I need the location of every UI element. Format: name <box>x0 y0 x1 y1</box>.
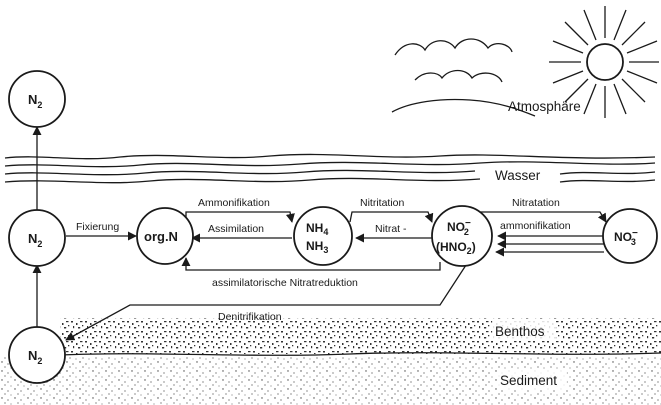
org-n-label: org.N <box>144 229 178 244</box>
zone-label-atmosphere: Atmosphäre <box>508 99 581 114</box>
node-no3: NO−3 <box>603 209 657 263</box>
node-n2-atmosphere: N2 <box>9 71 65 127</box>
n2-water-symbol: N <box>28 231 37 246</box>
no3-symbol: NO <box>614 230 632 244</box>
benthos-layer <box>60 318 661 354</box>
n2-water-subscript: 2 <box>37 239 42 249</box>
no2-symbol: NO <box>447 220 465 234</box>
label-nitrat: Nitrat - <box>375 223 407 235</box>
nh3-symbol: NH <box>306 239 323 253</box>
label-assimilation: Assimilation <box>208 223 264 235</box>
node-org-n: org.N <box>137 208 193 264</box>
hno2-close: ) <box>472 240 476 254</box>
no2-subscript: 2 <box>464 227 469 237</box>
nh3-subscript: 3 <box>323 245 328 255</box>
label-nitratation: Nitratation <box>512 197 560 209</box>
zone-label-water: Wasser <box>495 168 541 183</box>
node-n2-sediment: N2 <box>9 327 65 383</box>
arrow-nitritation <box>350 212 432 222</box>
node-no2-hno2: NO−2 (HNO2) <box>432 206 492 266</box>
label-assim-nitratreduktion: assimilatorische Nitratreduktion <box>212 277 358 289</box>
label-fixierung: Fixierung <box>76 221 119 233</box>
n2-atmosphere-subscript: 2 <box>37 100 42 110</box>
label-ammonifikation: Ammonifikation <box>198 197 270 209</box>
label-denitrifikation: Denitrifikation <box>218 311 282 323</box>
water-surface <box>5 154 655 182</box>
label-nitritation: Nitritation <box>360 197 405 209</box>
n2-sediment-subscript: 2 <box>37 356 42 366</box>
nh4-subscript: 4 <box>323 227 328 237</box>
node-n2-water: N2 <box>9 210 65 266</box>
label-ammonifikation-2: ammonifikation <box>500 220 571 232</box>
hno2-open: (HNO <box>436 240 467 254</box>
n2-sediment-symbol: N <box>28 348 37 363</box>
node-nh4-nh3: NH4 NH3 <box>294 207 352 265</box>
zone-label-sediment: Sediment <box>500 373 557 388</box>
nh4-symbol: NH <box>306 221 323 235</box>
no3-subscript: 3 <box>631 237 636 247</box>
zone-label-benthos: Benthos <box>495 324 545 339</box>
n2-atmosphere-symbol: N <box>28 92 37 107</box>
arrow-ammonifikation <box>186 212 292 222</box>
